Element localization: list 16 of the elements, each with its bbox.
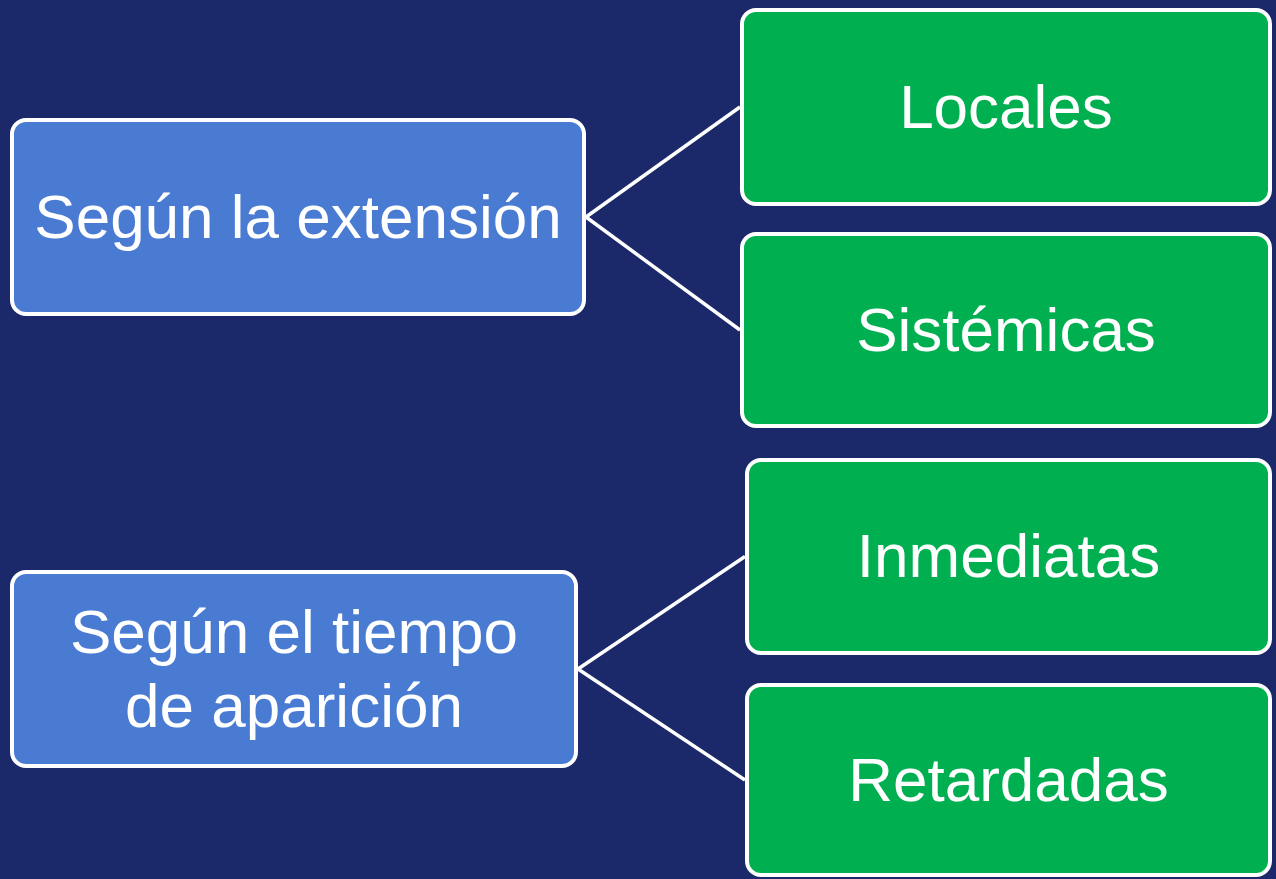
category-box [10,118,586,316]
category-box [10,570,578,768]
box-label: Retardadas [848,743,1169,816]
subcategory-box [740,232,1272,428]
box-label: Según el tiempo de aparición [68,595,520,742]
box-label: Inmediatas [856,520,1161,593]
connector-line [585,105,741,219]
box-label: Locales [899,70,1113,143]
subcategory-box [745,683,1272,877]
connector-line [584,215,742,332]
subcategory-box [740,8,1272,206]
subcategory-box [745,458,1272,655]
connector-line [577,555,746,671]
connector-line [577,667,746,782]
box-label: Sistémicas [856,293,1156,366]
box-label: Según la extensión [34,180,562,253]
